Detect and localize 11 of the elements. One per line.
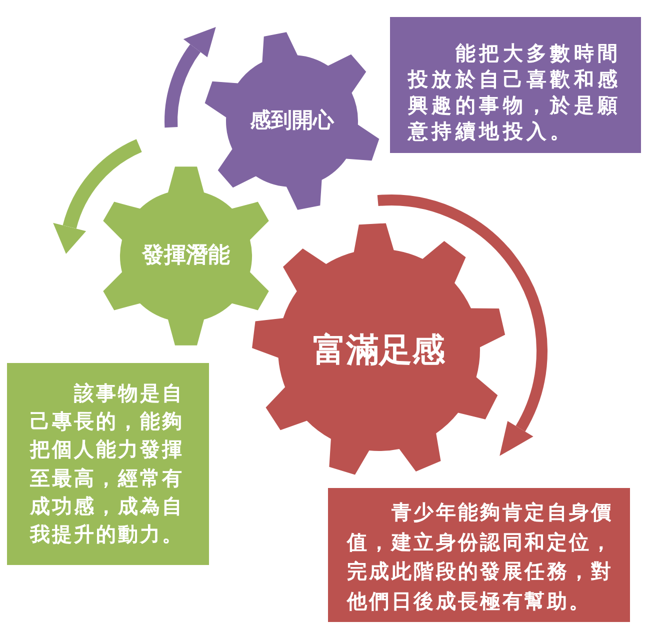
description-text: 該事物是自己專長的，能夠把個人能力發揮至最高，經常有成功感，成為自我提升的動力。 [30,380,185,548]
gear [252,223,506,477]
description-text: 能把大多數時間投放於自己喜歡和感興趣的事物，於是願意持續地投入。 [408,40,622,144]
text-box [328,488,630,622]
text-box [7,363,209,565]
gear-label: 發揮潛能 [142,244,230,268]
gear-label: 富滿足感 [313,332,445,368]
gear-label: 感到開心 [250,109,334,133]
description-text: 青少年能夠肯定自身價值，建立身份認同和定位，完成此階段的發展任務，對他們日後成長極有幫助。 [347,499,614,616]
text-box [390,17,641,153]
gear [203,32,381,210]
